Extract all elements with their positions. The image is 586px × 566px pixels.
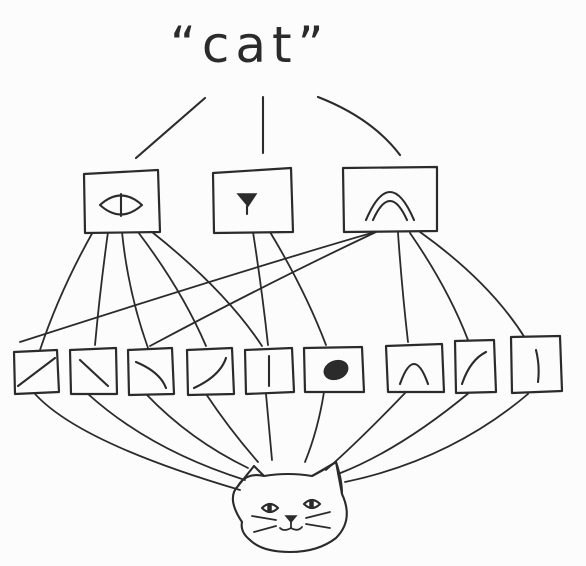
low-feature-2 [68,346,119,396]
low-feature-3 [126,346,176,397]
low-feature-7 [384,342,446,394]
low-feature-9 [509,334,564,395]
input-cat-face [231,460,348,554]
eye-icon [98,194,144,216]
low-feature-8 [453,338,498,395]
filled-blob-icon [323,359,349,381]
output-label: “cat” [170,16,330,74]
mid-to-low-connections [19,229,526,351]
label-connections [134,95,402,160]
low-feature-1 [12,348,61,396]
low-features [12,334,564,397]
nose-icon [236,193,258,208]
mid-feature-eye [82,168,162,235]
arch-icon [364,190,416,222]
low-feature-4 [185,346,236,397]
low-feature-6 [302,345,366,394]
mid-feature-arch [341,165,439,234]
low-to-input-connections [29,387,529,491]
mid-feature-nose [211,166,295,235]
low-feature-5 [243,346,296,396]
